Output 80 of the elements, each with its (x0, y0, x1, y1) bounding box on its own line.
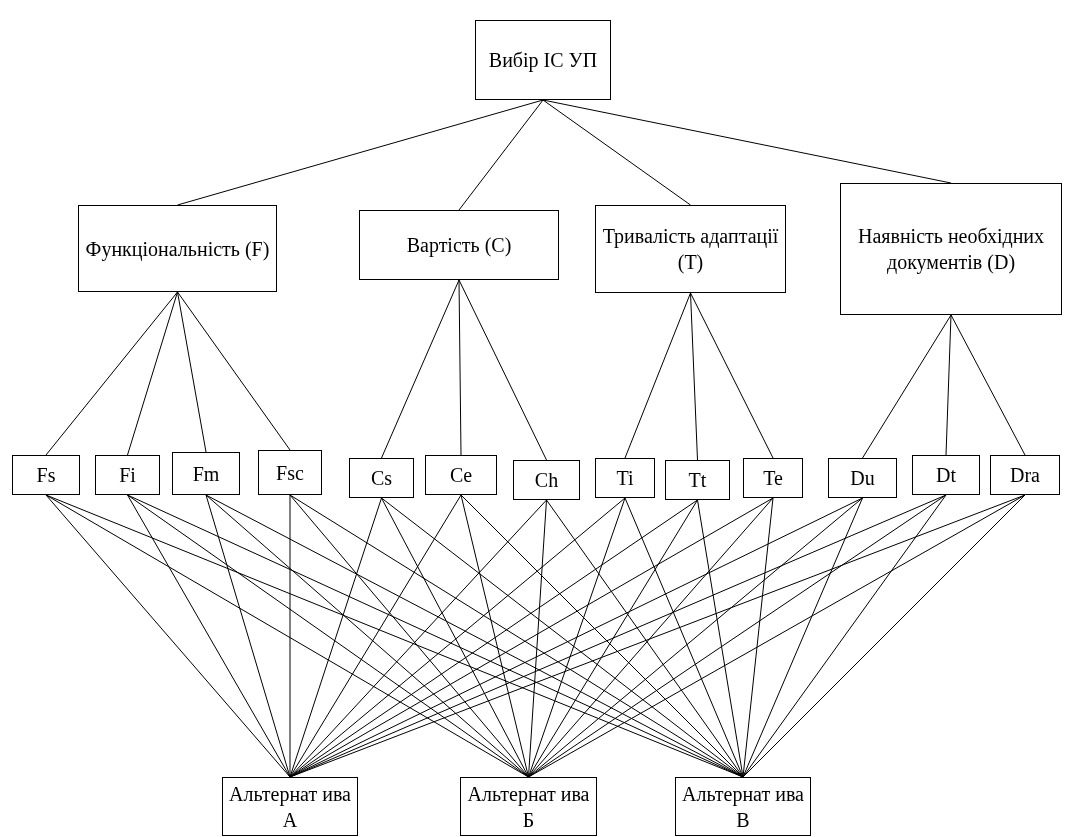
connector-line (542, 99, 691, 206)
node-box (475, 20, 611, 100)
connector-line (697, 499, 744, 778)
connector-line (528, 497, 626, 778)
connector-line (528, 494, 947, 778)
node-label: Ch (534, 468, 559, 493)
node-box (513, 460, 580, 500)
node-label: Fi (119, 463, 136, 488)
connector-line (177, 291, 207, 453)
connector-line (742, 497, 774, 778)
connector-line (862, 314, 952, 459)
connector-line (45, 494, 291, 778)
node-box (95, 455, 160, 495)
node-box (12, 455, 80, 495)
connector-line (458, 279, 547, 461)
node-box (990, 455, 1060, 495)
connector-line (127, 494, 291, 778)
connector-line (460, 494, 529, 778)
node-label: Tt (688, 468, 707, 493)
connector-line (458, 99, 544, 211)
node-box (743, 458, 803, 498)
node-label: Ce (449, 463, 473, 488)
connector-line (690, 292, 774, 459)
node-label: Fs (36, 463, 56, 488)
node-box (840, 183, 1062, 315)
connector-line (177, 99, 544, 206)
node-box (595, 458, 655, 498)
node-label: Ti (616, 466, 634, 491)
connector-line (624, 497, 744, 778)
node-label: Du (850, 466, 875, 491)
connector-line (381, 279, 460, 459)
connector-line (742, 494, 1026, 778)
node-box (912, 455, 980, 495)
connector-line (624, 292, 691, 459)
node-box (595, 205, 786, 293)
node-label: Тривалість адаптації (T) (601, 224, 780, 275)
connector-line (289, 494, 291, 778)
node-box (425, 455, 497, 495)
node-label: Dt (936, 463, 956, 488)
connector-line (127, 291, 178, 456)
node-label: Fsc (276, 460, 304, 486)
node-label: Fm (192, 461, 220, 487)
node-label: Te (763, 466, 783, 491)
connector-line (945, 314, 952, 456)
connector-line (127, 494, 529, 778)
connector-line (742, 494, 947, 778)
connector-line (528, 499, 547, 778)
node-label: Dra (1010, 463, 1040, 488)
node-label: Альтернат ива В (681, 781, 805, 833)
node-box (828, 458, 897, 498)
connector-line (528, 499, 698, 778)
node-label: Вибір ІС УП (488, 48, 598, 73)
connector-line (690, 292, 698, 461)
node-box (460, 777, 597, 836)
connector-line (289, 497, 382, 778)
node-box (172, 452, 240, 495)
connector-line (742, 497, 863, 778)
node-label: Альтернат ива А (228, 781, 352, 833)
node-box (665, 460, 730, 500)
node-box (349, 458, 414, 498)
node-label: Функціональність (F) (85, 236, 270, 262)
node-box (258, 450, 322, 495)
connector-line (381, 497, 529, 778)
node-label: Cs (370, 466, 393, 491)
node-label: Альтернат ива Б (466, 781, 591, 833)
connector-line (458, 279, 462, 456)
connector-line (45, 494, 529, 778)
connector-line (45, 291, 178, 456)
connector-line (950, 314, 1026, 456)
node-box (78, 205, 277, 292)
node-label: Наявність необхідних документів (D) (856, 224, 1046, 275)
connector-line (528, 494, 1026, 778)
connector-line (177, 291, 291, 451)
node-label: Вартість (C) (406, 233, 512, 258)
connector-line (205, 494, 529, 778)
node-box (222, 777, 358, 836)
connector-line (546, 499, 744, 778)
node-box (675, 777, 811, 836)
node-box (359, 210, 559, 280)
connector-line (528, 497, 863, 778)
